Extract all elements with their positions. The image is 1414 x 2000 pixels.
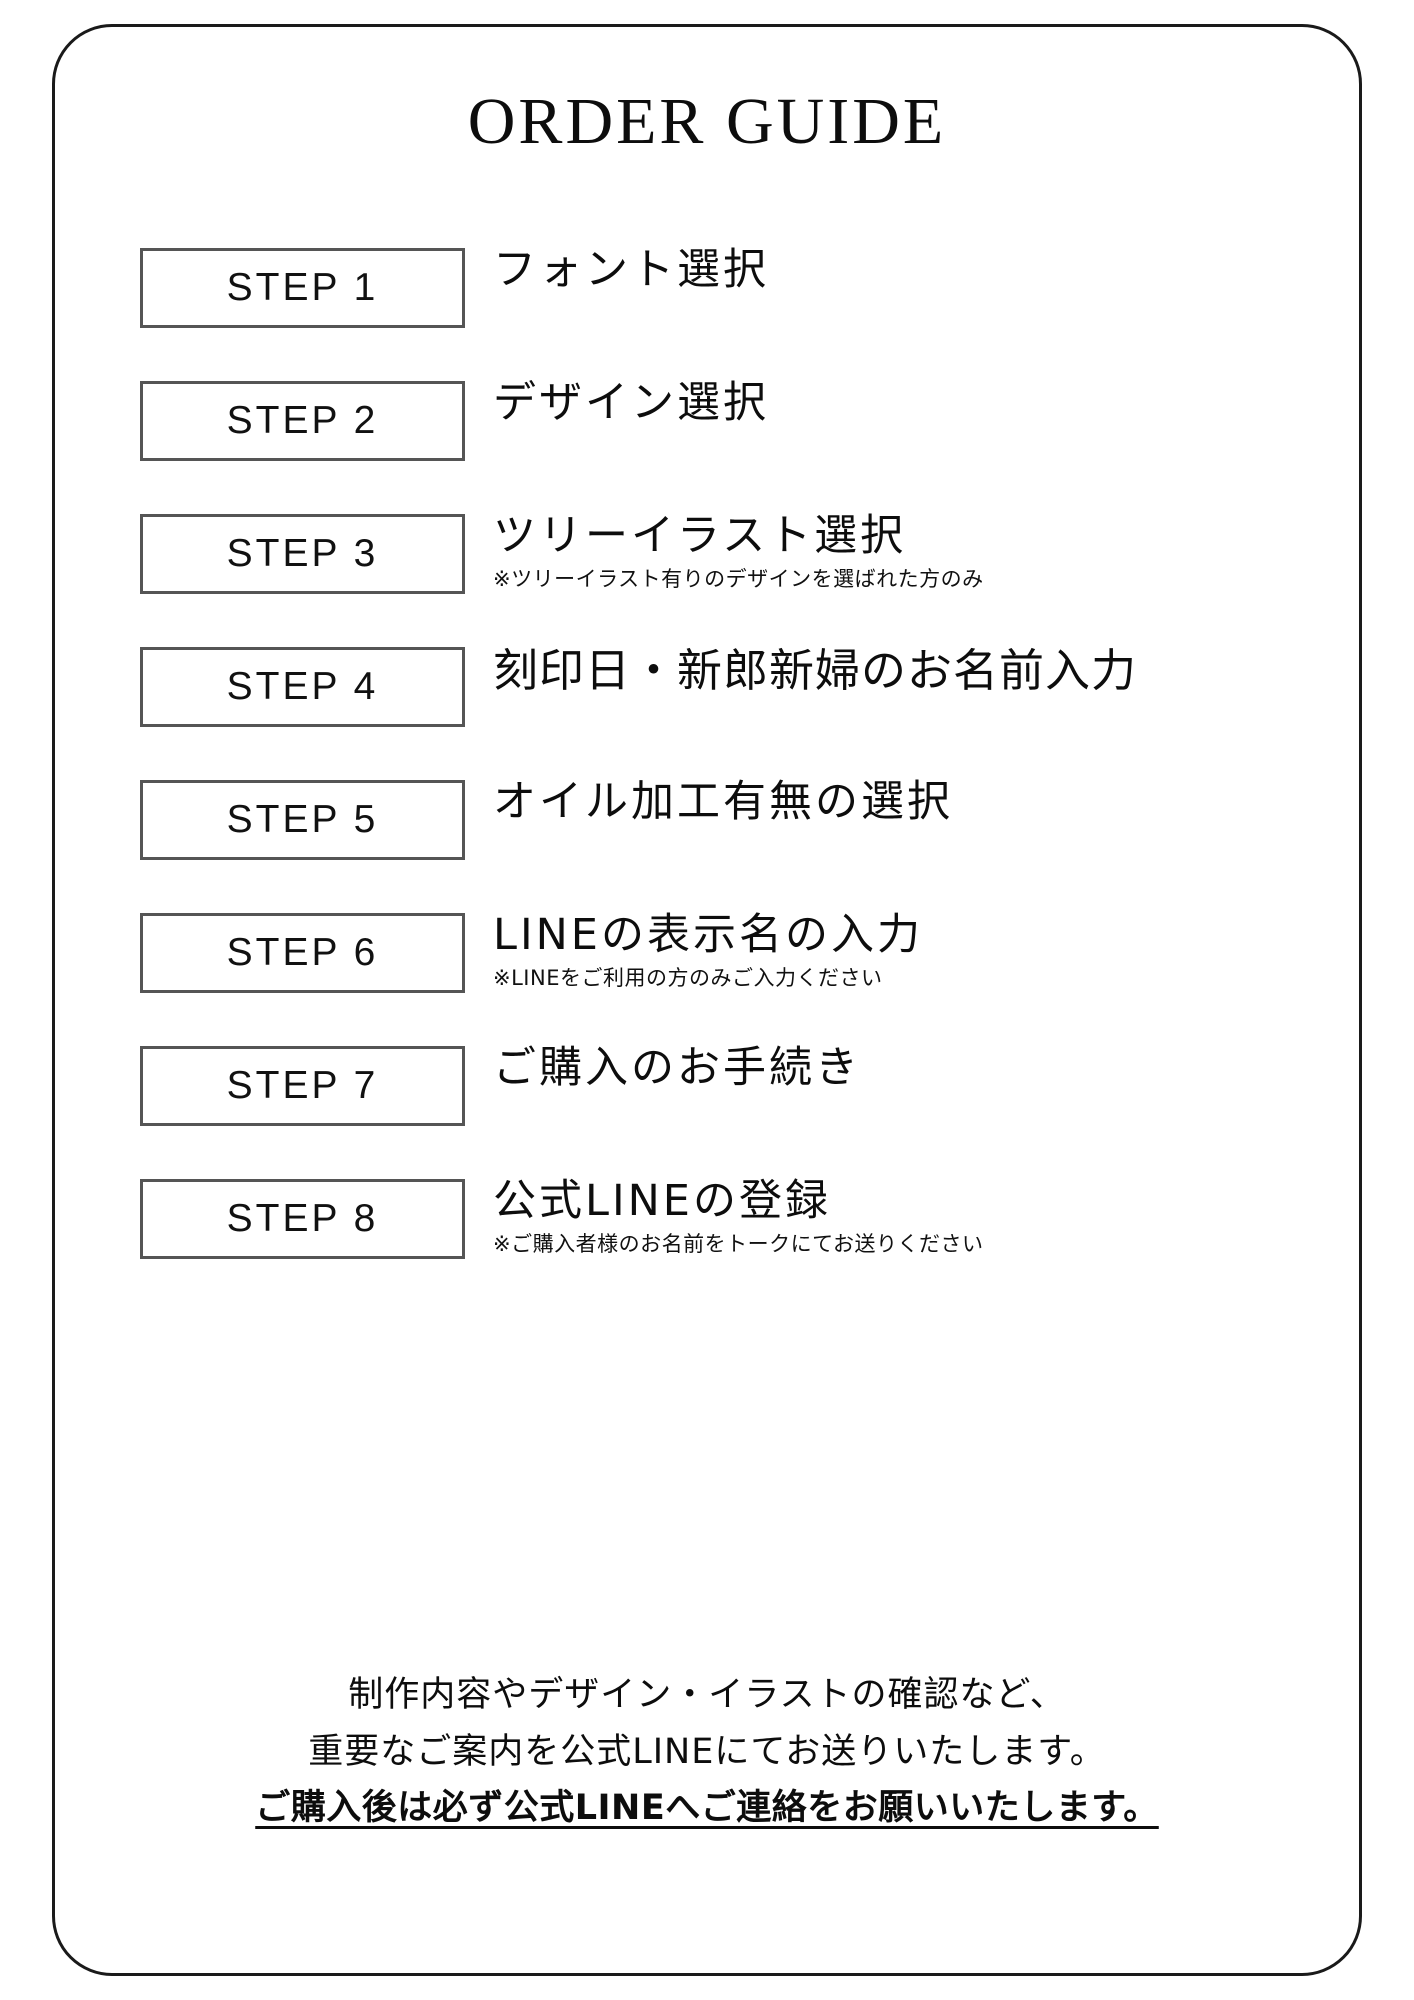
step-row-4: STEP 4 刻印日・新郎新婦のお名前入力 — [55, 631, 1359, 764]
step-badge-label-4: STEP 4 — [226, 665, 379, 708]
step-row-8: STEP 8 公式LINEの登録 ※ご購入者様のお名前をトークにてお送りください — [55, 1163, 1359, 1296]
step-badge-3: STEP 3 — [140, 514, 465, 594]
step-title-6: LINEの表示名の入力 — [493, 910, 923, 960]
step-row-1: STEP 1 フォント選択 — [55, 232, 1359, 365]
step-title-4: 刻印日・新郎新婦のお名前入力 — [493, 644, 1138, 697]
step-badge-label-2: STEP 2 — [226, 399, 379, 442]
step-title-2: デザイン選択 — [493, 378, 769, 428]
step-text-1: フォント選択 — [493, 244, 1319, 298]
order-guide-card: ORDER GUIDE STEP 1 フォント選択 STEP 2 デザイン選択 … — [52, 24, 1362, 1976]
step-note-8: ※ご購入者様のお名前をトークにてお送りください — [493, 1231, 984, 1256]
step-row-5: STEP 5 オイル加工有無の選択 — [55, 764, 1359, 897]
step-title-7: ご購入のお手続き — [493, 1043, 861, 1093]
step-row-6: STEP 6 LINEの表示名の入力 ※LINEをご利用の方のみご入力ください — [55, 897, 1359, 1030]
step-title-1: フォント選択 — [493, 245, 769, 295]
page-title: ORDER GUIDE — [467, 85, 947, 158]
step-badge-label-8: STEP 8 — [226, 1197, 379, 1240]
step-title-3: ツリーイラスト選択 — [493, 511, 907, 561]
step-row-2: STEP 2 デザイン選択 — [55, 365, 1359, 498]
step-text-2: デザイン選択 — [493, 377, 1319, 431]
step-text-7: ご購入のお手続き — [493, 1042, 1319, 1096]
step-title-5: オイル加工有無の選択 — [493, 777, 953, 827]
step-text-8: 公式LINEの登録 ※ご購入者様のお名前をトークにてお送りください — [493, 1175, 1319, 1258]
step-text-4: 刻印日・新郎新婦のお名前入力 — [493, 643, 1319, 699]
step-badge-4: STEP 4 — [140, 647, 465, 727]
footer-line-3-emphasis: ご購入後は必ず公式LINEへご連絡をお願いいたします。 — [255, 1788, 1159, 1829]
step-badge-5: STEP 5 — [140, 780, 465, 860]
step-badge-label-1: STEP 1 — [226, 266, 379, 309]
step-badge-6: STEP 6 — [140, 913, 465, 993]
step-badge-2: STEP 2 — [140, 381, 465, 461]
step-text-5: オイル加工有無の選択 — [493, 776, 1319, 830]
step-badge-label-5: STEP 5 — [226, 798, 379, 841]
step-text-3: ツリーイラスト選択 ※ツリーイラスト有りのデザインを選ばれた方のみ — [493, 510, 1319, 593]
footer-notice: 制作内容やデザイン・イラストの確認など、 重要なご案内を公式LINEにてお送りい… — [55, 1667, 1359, 1837]
step-title-8: 公式LINEの登録 — [493, 1176, 831, 1226]
footer-line-1: 制作内容やデザイン・イラストの確認など、 — [348, 1675, 1066, 1715]
step-row-3: STEP 3 ツリーイラスト選択 ※ツリーイラスト有りのデザインを選ばれた方のみ — [55, 498, 1359, 631]
step-note-3: ※ツリーイラスト有りのデザインを選ばれた方のみ — [493, 566, 984, 591]
step-badge-1: STEP 1 — [140, 248, 465, 328]
step-badge-8: STEP 8 — [140, 1179, 465, 1259]
step-badge-label-6: STEP 6 — [226, 931, 379, 974]
step-badge-label-7: STEP 7 — [226, 1064, 379, 1107]
step-text-6: LINEの表示名の入力 ※LINEをご利用の方のみご入力ください — [493, 909, 1319, 992]
step-badge-7: STEP 7 — [140, 1046, 465, 1126]
step-note-6: ※LINEをご利用の方のみご入力ください — [493, 965, 883, 990]
footer-line-2: 重要なご案内を公式LINEにてお送りいたします。 — [308, 1731, 1106, 1772]
step-badge-label-3: STEP 3 — [226, 532, 379, 575]
steps-list: STEP 1 フォント選択 STEP 2 デザイン選択 STEP 3 ツリーイラ… — [55, 232, 1359, 1296]
step-row-7: STEP 7 ご購入のお手続き — [55, 1030, 1359, 1163]
